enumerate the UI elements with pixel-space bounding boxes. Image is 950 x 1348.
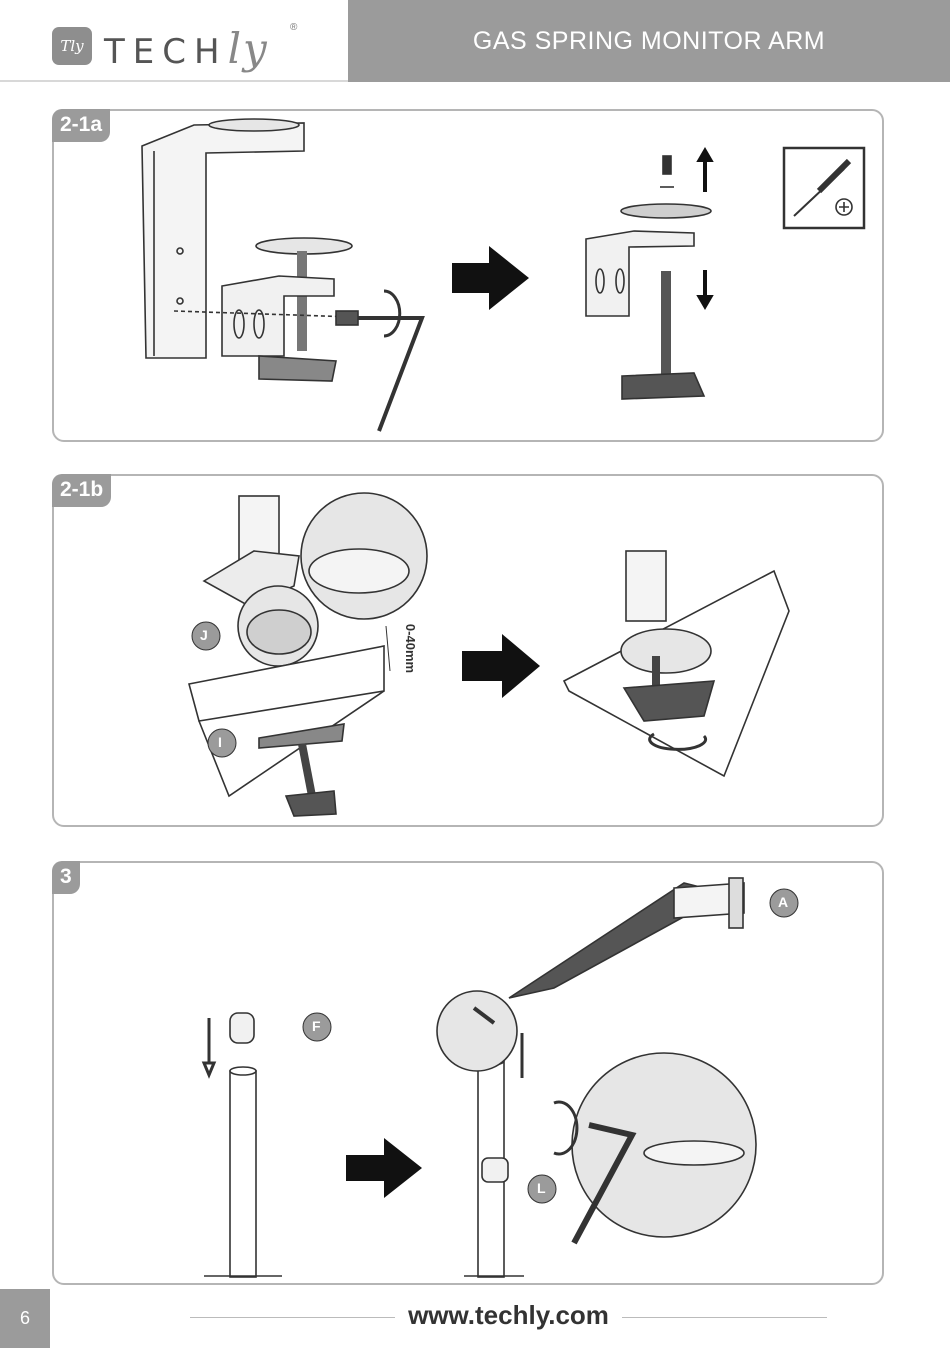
logo-registered-mark: ® <box>290 22 298 33</box>
header-band: GAS SPRING MONITOR ARM <box>348 0 950 82</box>
step-tag-2-1b: 2-1b <box>52 474 112 507</box>
step-3-illustration <box>201 877 799 1278</box>
footer-divider-left <box>190 1317 395 1318</box>
callout-a-label: A <box>778 894 789 910</box>
page-number: 6 <box>0 1289 50 1348</box>
page-title: GAS SPRING MONITOR ARM <box>472 26 826 55</box>
step-tag-2-1a: 2-1a <box>52 109 111 142</box>
callout-l <box>527 1174 557 1204</box>
right-arrow-icon <box>346 1138 422 1198</box>
down-arrow-icon <box>696 270 714 310</box>
step-panel-2-1a: 2-1a <box>52 109 884 442</box>
measure-label: 0-40mm <box>403 623 419 674</box>
logo-word-ly: ly <box>227 24 269 73</box>
step-panel-3: 3 A F L <box>52 861 884 1285</box>
step-panel-2-1b: 2-1b 0-40mm J I <box>52 474 884 827</box>
logo-badge: Tly <box>52 27 92 65</box>
right-arrow-icon <box>462 634 540 698</box>
callout-j <box>191 621 221 651</box>
callout-l-label: L <box>537 1180 546 1196</box>
step-tag-3: 3 <box>52 861 80 894</box>
logo-word-tech: TECH <box>104 32 228 72</box>
callout-a <box>769 888 799 918</box>
step-2-1b-illustration <box>188 492 790 817</box>
header-logo-area: Tly TECHly ® <box>0 0 348 82</box>
footer-divider-right <box>622 1317 827 1318</box>
callout-f <box>302 1012 332 1042</box>
callout-i <box>207 728 237 758</box>
up-arrow-icon <box>696 147 714 192</box>
callout-j-label: J <box>200 627 208 643</box>
callout-i-label: I <box>218 734 222 750</box>
callout-f-label: F <box>312 1018 321 1034</box>
step-2-1a-illustration <box>141 118 866 432</box>
footer-website-link[interactable]: www.techly.com <box>408 1300 609 1330</box>
right-arrow-icon <box>452 246 529 310</box>
logo-wordmark: TECHly <box>104 24 269 73</box>
header-divider <box>0 80 348 82</box>
